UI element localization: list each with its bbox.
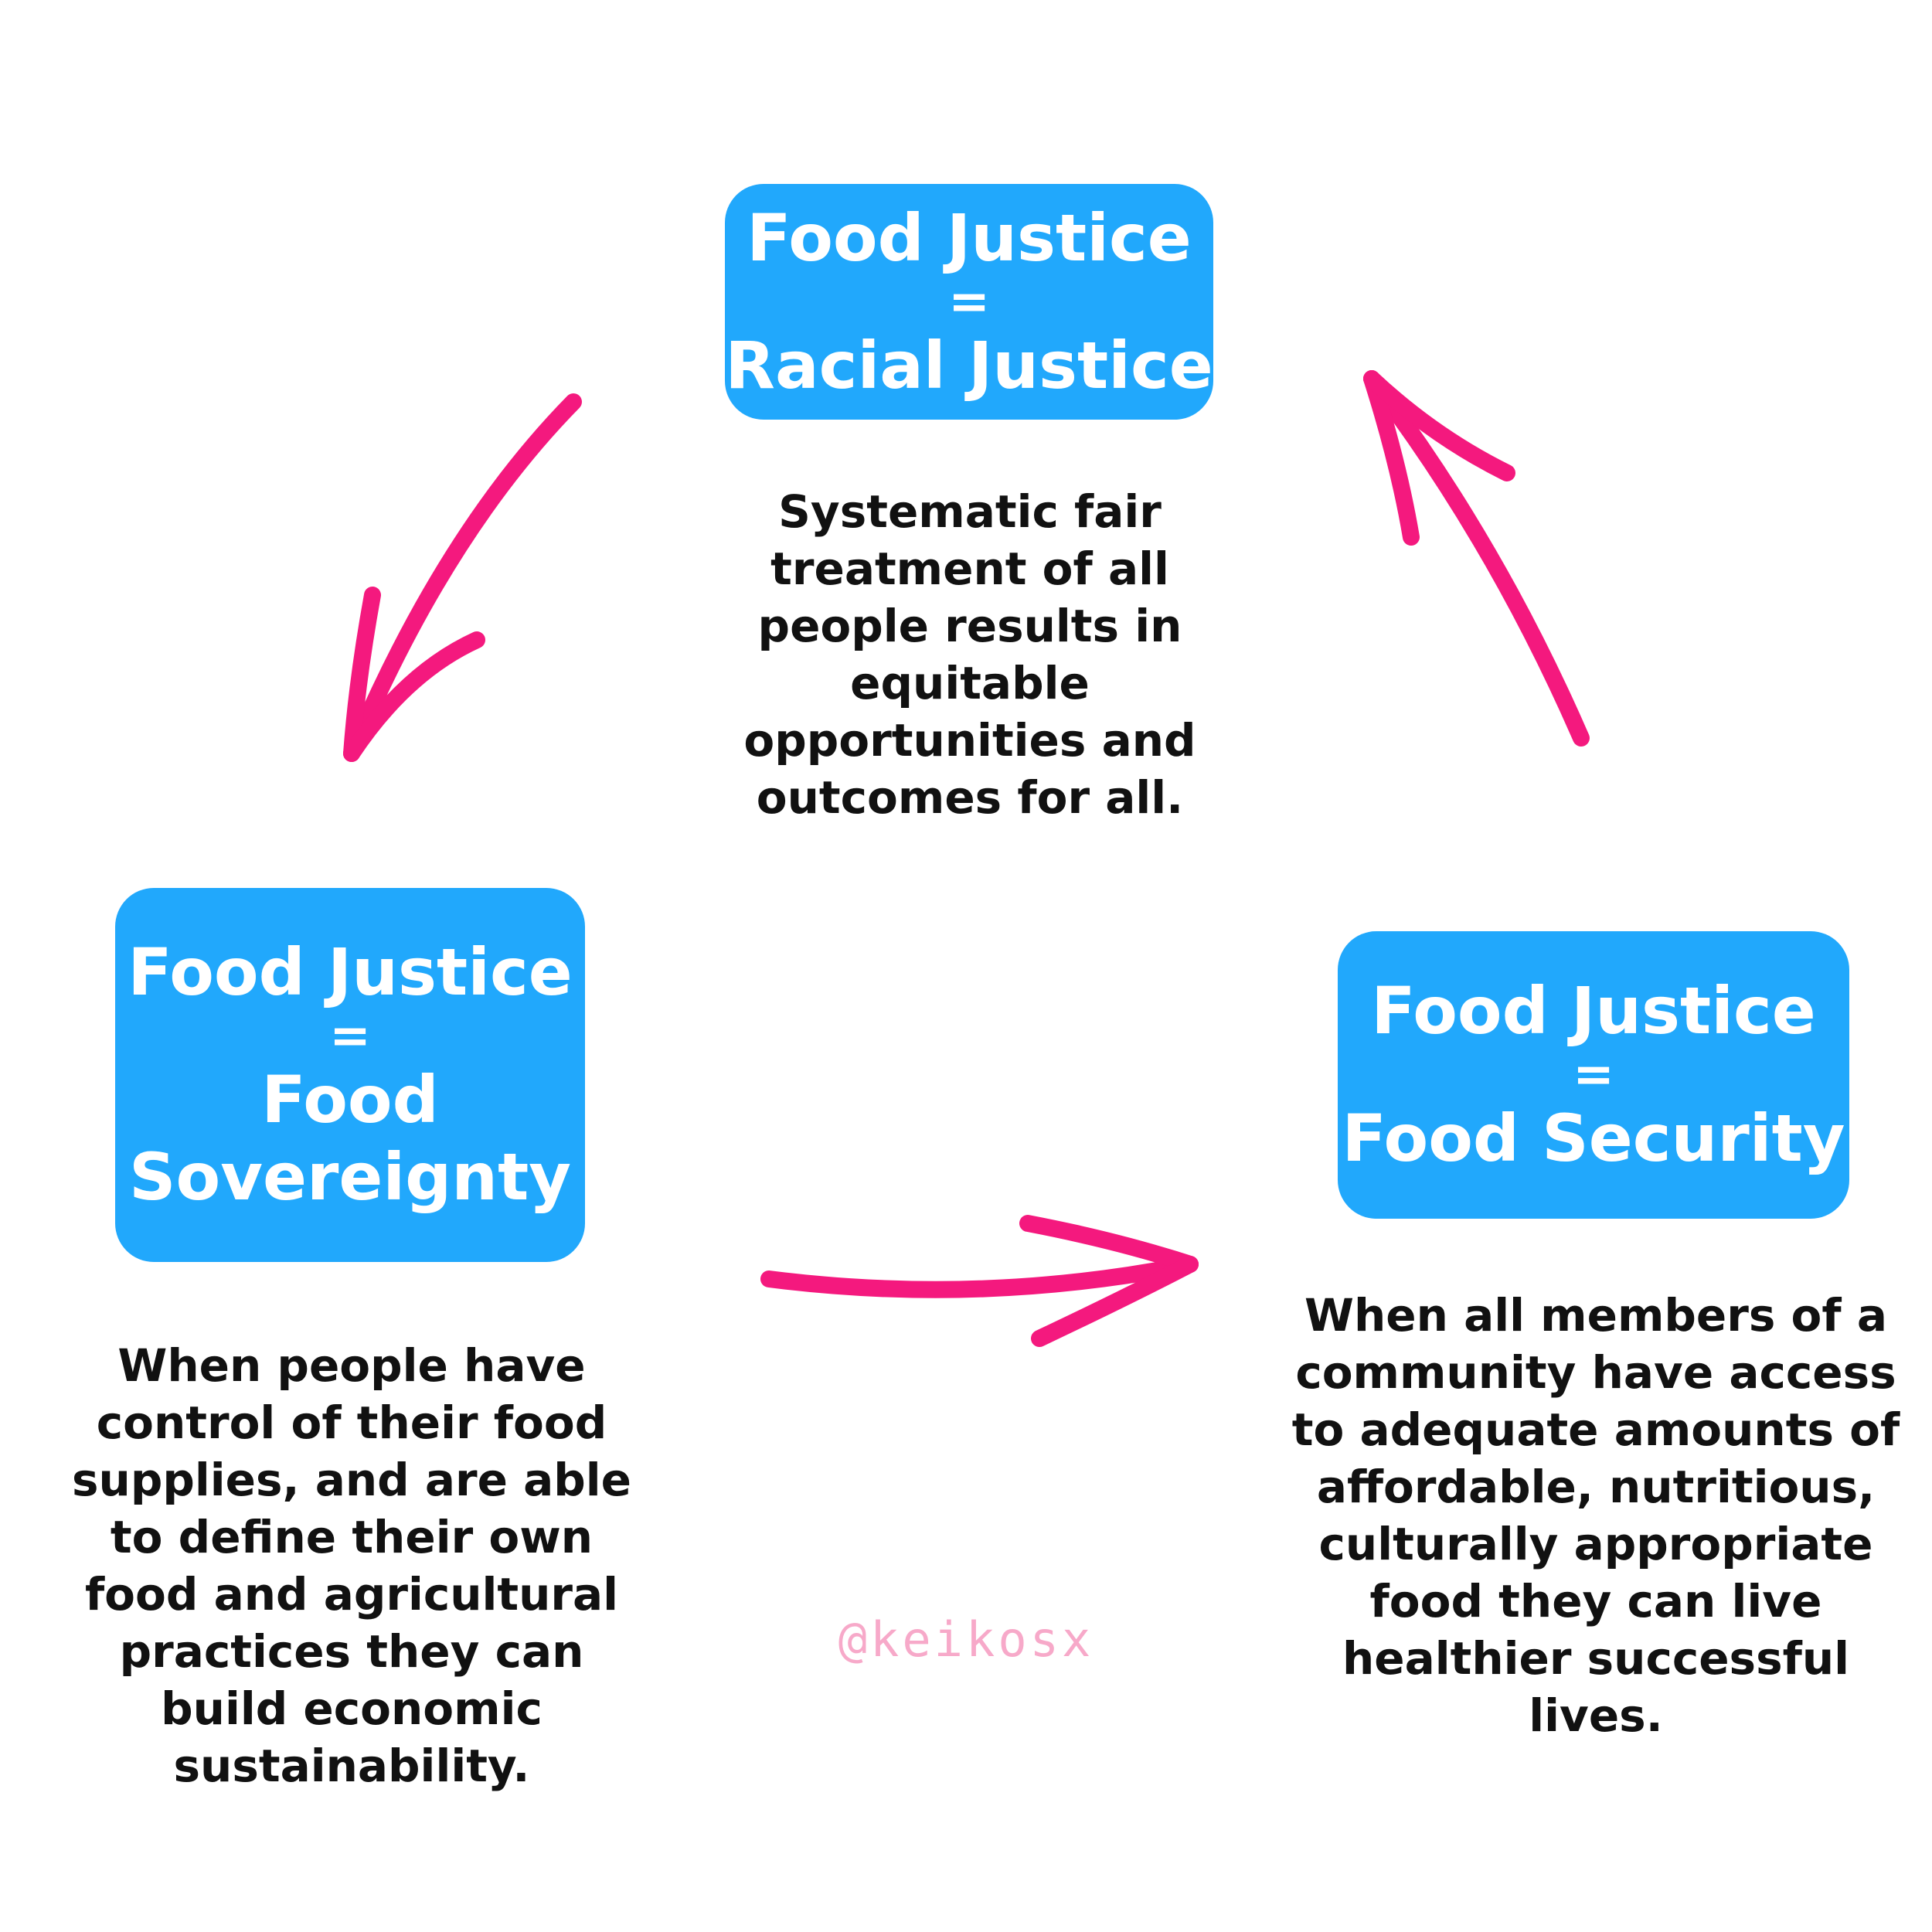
node-subtitle-line1: Food [261,1061,439,1138]
food-sovereignty-description: When people have control of their food s… [72,1339,631,1792]
node-title: Food Justice [1371,973,1816,1049]
node-title: Food Justice [747,199,1192,276]
node-food-sovereignty: Food Justice = Food Sovereignty [115,888,585,1262]
equals-sign: = [1573,1046,1614,1104]
node-racial-justice: Food Justice = Racial Justice [725,184,1213,420]
node-food-security: Food Justice = Food Security [1338,931,1849,1219]
arrow-left-to-right [760,1215,1199,1347]
equals-sign: = [948,273,990,331]
node-title: Food Justice [128,934,573,1010]
author-credit: @keikosx [838,1611,1094,1668]
node-subtitle: Food Security [1342,1100,1845,1176]
racial-justice-description: Systematic fair treatment of all people … [743,485,1196,824]
node-subtitle: Racial Justice [725,327,1213,403]
food-security-description: When all members of a community have acc… [1291,1289,1900,1742]
node-subtitle-line2: Sovereignty [129,1139,571,1216]
equals-sign: = [329,1007,371,1065]
arrow-top-to-left [343,393,582,762]
arrow-right-to-top [1363,370,1590,747]
